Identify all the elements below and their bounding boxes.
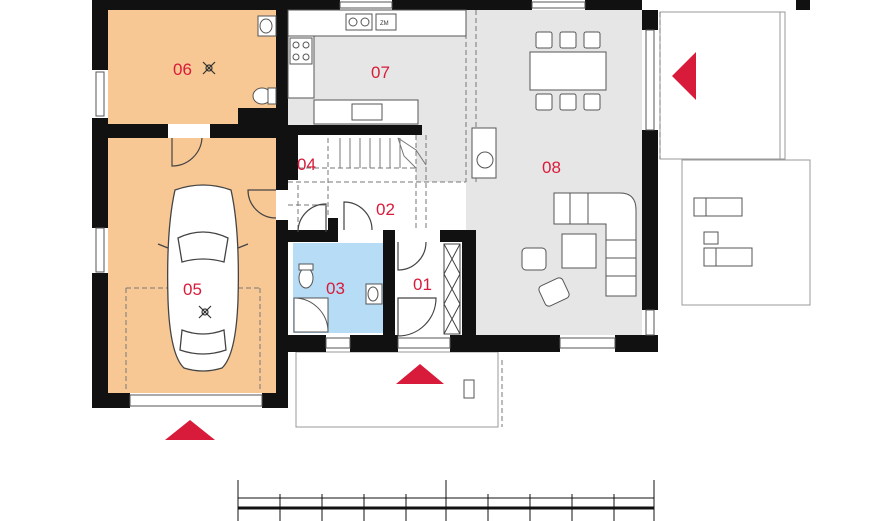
wall — [288, 135, 298, 180]
scale-bar — [237, 480, 655, 521]
room-label-04: 04 — [297, 155, 316, 174]
wall — [276, 220, 288, 408]
room-label-01: 01 — [413, 275, 432, 294]
wall — [615, 335, 658, 352]
coffee-table — [561, 233, 597, 269]
wall — [328, 218, 338, 242]
wall — [450, 335, 560, 352]
wall — [288, 230, 338, 242]
windows — [95, 1, 655, 407]
staircase — [339, 137, 427, 169]
terrace-furniture — [693, 197, 753, 267]
wall — [92, 393, 130, 408]
wall — [108, 124, 168, 138]
doors — [171, 137, 437, 337]
room-label-02: 02 — [376, 200, 395, 219]
fridge — [375, 13, 397, 31]
window — [645, 29, 655, 131]
window — [397, 337, 451, 349]
wall — [392, 0, 532, 10]
lounger — [693, 197, 743, 217]
room-label-06: 06 — [173, 60, 192, 79]
entrance-arrow-icon — [165, 420, 215, 440]
door-06 — [171, 137, 203, 167]
window — [339, 1, 393, 9]
wall — [288, 335, 326, 352]
armchair — [521, 247, 547, 271]
room-label-03: 03 — [326, 279, 345, 298]
wardrobe — [443, 243, 461, 335]
living-furniture — [521, 31, 637, 307]
door-02 — [343, 201, 373, 231]
chimney — [471, 127, 497, 179]
window — [645, 309, 655, 336]
sink-basin — [348, 17, 358, 27]
bathroom-fixtures — [252, 15, 383, 333]
sink-basin — [360, 17, 370, 27]
room-label-08: 08 — [542, 158, 561, 177]
window — [559, 337, 616, 349]
door-01 — [397, 297, 437, 337]
window — [95, 71, 105, 117]
car-icon — [157, 184, 249, 372]
window — [325, 337, 351, 349]
wall — [92, 118, 108, 228]
wall — [92, 273, 108, 408]
terrace-lower — [681, 159, 811, 306]
door-04 — [297, 203, 327, 233]
wall — [642, 10, 658, 30]
fridge-label: ZM — [380, 21, 389, 27]
room-label-05: 05 — [183, 280, 202, 299]
wall — [642, 130, 658, 310]
window — [531, 1, 586, 9]
door-05 — [247, 189, 277, 219]
side-table — [703, 231, 719, 245]
wall — [383, 230, 395, 350]
terrace-upper — [659, 11, 786, 160]
ceiling-light-icon — [198, 61, 216, 319]
wall — [440, 230, 466, 242]
wall — [92, 0, 108, 70]
wall — [238, 108, 276, 124]
window — [95, 227, 105, 273]
walls — [92, 0, 810, 408]
stove-icon — [476, 151, 494, 169]
room-labels: 06 07 08 04 02 03 01 05 — [173, 60, 561, 299]
entrance-markers — [165, 52, 696, 440]
door-03 — [397, 241, 427, 271]
wall — [796, 0, 810, 10]
wall — [92, 0, 340, 10]
room-06-fill — [108, 10, 276, 124]
room-label-07: 07 — [371, 63, 390, 82]
hob — [351, 103, 383, 121]
lounger — [703, 247, 753, 267]
dining-table — [529, 51, 607, 91]
armchair — [538, 277, 570, 307]
sofa — [553, 192, 637, 297]
entrance-arrow-icon — [396, 364, 444, 384]
wall — [276, 130, 288, 190]
cooktop — [289, 37, 313, 65]
toilet — [298, 267, 314, 289]
wall — [210, 124, 276, 138]
entrance-arrow-icon — [672, 52, 696, 100]
wall — [276, 10, 288, 130]
mailbox — [463, 379, 475, 399]
window — [129, 394, 263, 407]
kitchen-fixtures — [287, 9, 497, 179]
shower — [293, 297, 329, 333]
wall — [585, 0, 642, 10]
wall — [462, 230, 476, 350]
wall — [288, 125, 422, 135]
room-07-fill-b — [416, 125, 466, 182]
